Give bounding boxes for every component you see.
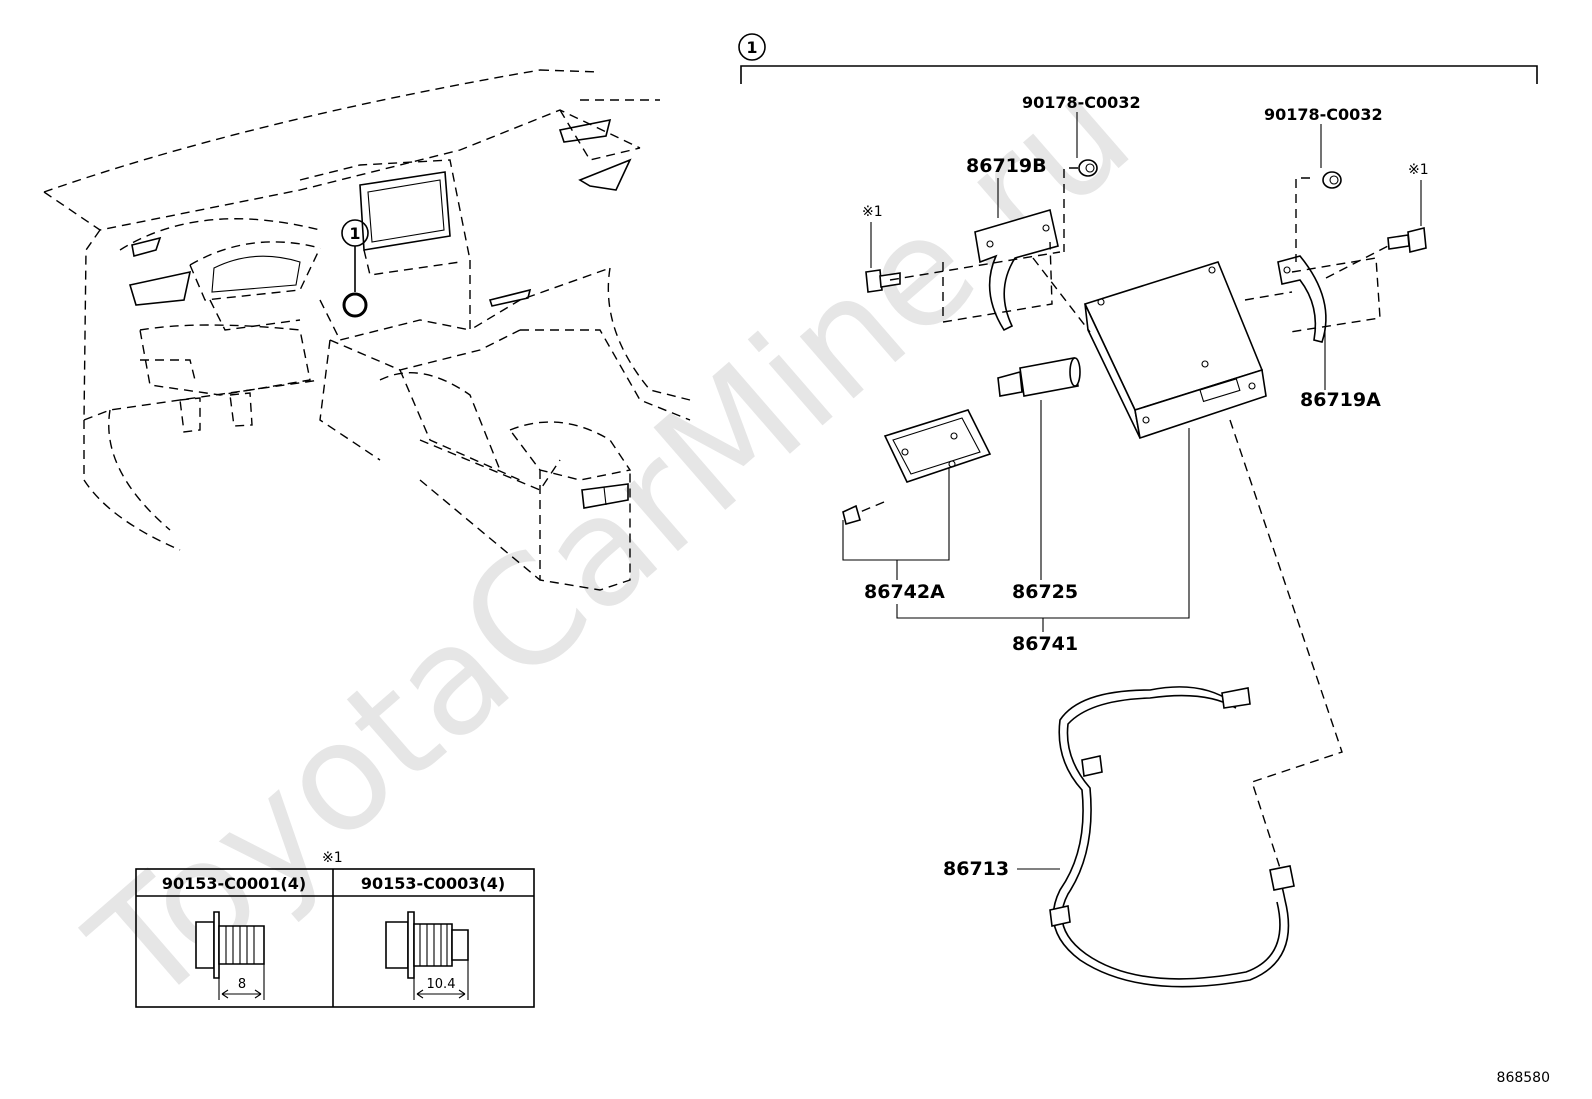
- bolt-table-col-2-dimension: 10.4: [427, 977, 456, 992]
- assembly-callout-number: 1: [746, 38, 757, 57]
- bolt-table-col-2-part: 90153-C0003(4): [361, 874, 505, 893]
- part-label-90178-right: 90178-C0032: [1264, 105, 1383, 124]
- part-label-86742A: 86742A: [864, 581, 945, 603]
- assembly-dashed-lines: [859, 167, 1389, 869]
- part-label-86719A: 86719A: [1300, 389, 1381, 411]
- bolt-spec-table: ※1 90153-C0001(4) 90153-C0003(4) 8 10.4: [135, 850, 535, 1008]
- note-mark-left: ※1: [862, 204, 883, 220]
- bolt-table-note-mark: ※1: [322, 850, 343, 866]
- bolt-table-col-1-part: 90153-C0001(4): [162, 874, 306, 893]
- part-label-90178-left: 90178-C0032: [1022, 93, 1141, 112]
- parts-assembly: [842, 159, 1427, 988]
- part-label-86741: 86741: [1012, 633, 1078, 655]
- diagram-code: 868580: [1497, 1070, 1550, 1086]
- assembly-callout: 1: [738, 33, 1538, 84]
- dashboard-callout-number: 1: [349, 224, 360, 243]
- part-label-86719B: 86719B: [966, 155, 1047, 177]
- bolt-table-col-1-dimension: 8: [238, 977, 246, 992]
- part-label-86713: 86713: [943, 858, 1009, 880]
- dashboard-illustration: 1: [43, 69, 691, 591]
- note-mark-right: ※1: [1408, 162, 1429, 178]
- part-label-86725: 86725: [1012, 581, 1078, 603]
